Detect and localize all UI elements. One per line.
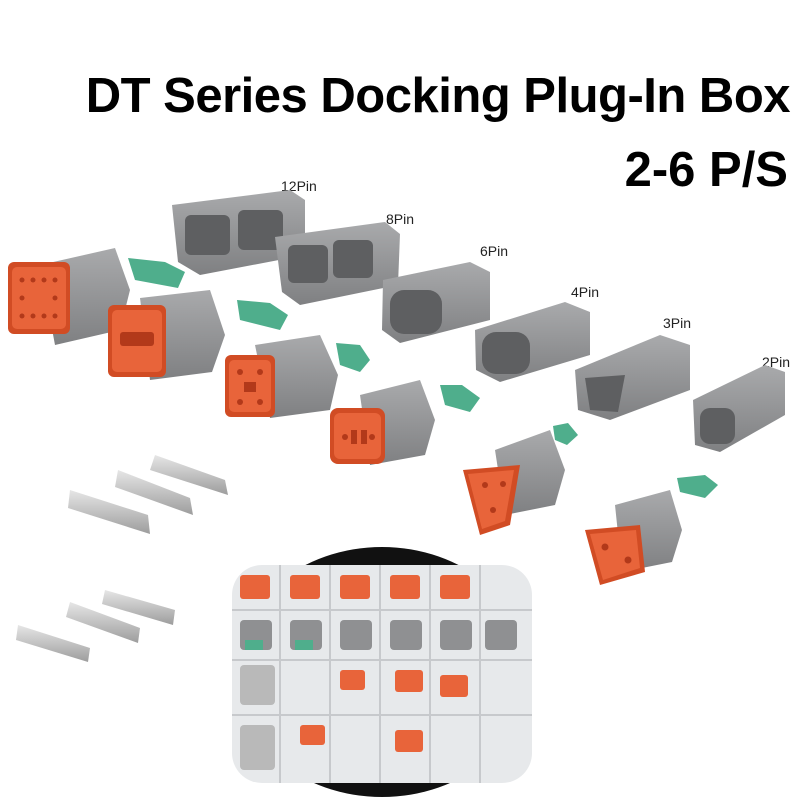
product-subtitle: 2-6 P/S xyxy=(624,143,788,197)
plug-12pin xyxy=(8,248,130,345)
label-4pin: 4Pin xyxy=(571,284,600,300)
plug-2pin xyxy=(585,490,682,585)
label-12pin: 12Pin xyxy=(281,178,317,194)
storage-box xyxy=(232,547,532,797)
terminals xyxy=(16,455,228,662)
label-3pin: 3Pin xyxy=(663,315,692,331)
product-title: DT Series Docking Plug-In Box xyxy=(85,69,791,123)
receptacle-4pin xyxy=(475,302,590,382)
receptacle-8pin xyxy=(275,222,400,305)
receptacle-2pin xyxy=(693,365,785,452)
label-8pin: 8Pin xyxy=(386,211,415,227)
plug-4pin xyxy=(330,380,435,465)
plug-6pin xyxy=(225,335,338,418)
receptacle-3pin xyxy=(575,335,690,420)
receptacle-6pin xyxy=(382,262,490,343)
label-2pin: 2Pin xyxy=(762,354,791,370)
label-6pin: 6Pin xyxy=(480,243,509,259)
plug-3pin xyxy=(463,430,565,535)
plug-8pin xyxy=(108,290,225,380)
receptacle-12pin xyxy=(172,190,305,275)
wedge-locks xyxy=(128,258,718,498)
